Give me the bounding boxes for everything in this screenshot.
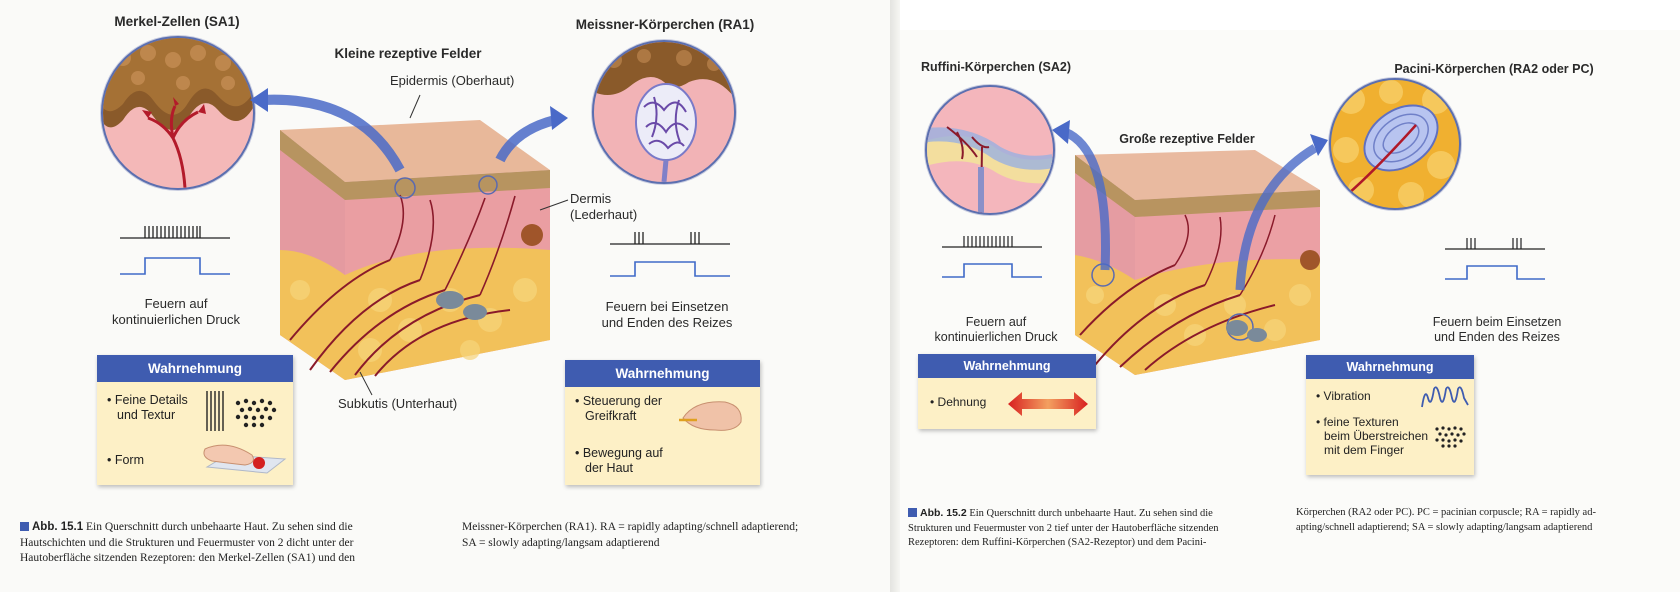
caption-label: Abb. 15.1 [32,521,84,533]
perception-item-motion-skin: der Haut [585,461,633,475]
perception-item-fine-textures: • feine Texturen [1316,415,1399,429]
pacini-perception-box: Wahrnehmung • Vibration • feine Texturen… [1306,355,1474,475]
perception-item-stroking: beim Überstreichen [1324,429,1429,443]
caption-marker-icon [20,522,29,531]
dot-pattern-icon [235,398,277,428]
stripes-icon [206,391,224,431]
subcutis-label: Subkutis (Unterhaut) [338,396,458,411]
merkel-cell-illustration [101,36,255,190]
hand-with-ball-icon [203,444,287,474]
meissner-perception-box: Wahrnehmung • Steuerung der Greifkraft •… [565,360,760,485]
perception-header: Wahrnehmung [565,360,760,387]
caption-text-line: Rezeptoren: dem Ruffini-Körperchen (SA2-… [908,537,1207,548]
caption-text-line: Ein Querschnitt durch unbehaarte Haut. Z… [969,508,1213,519]
caption-15-1-col1: Abb. 15.1 Ein Querschnitt durch unbehaar… [20,520,430,567]
ruffini-firing-pattern [942,236,1042,278]
caption-text-line: Hautschichten und die Strukturen und Feu… [20,536,354,549]
perception-header: Wahrnehmung [1306,355,1474,379]
callout-arrows [1052,120,1328,291]
merkel-title: Merkel-Zellen (SA1) [114,14,240,29]
merkel-firing-label-1: Feuern auf [144,296,208,311]
stretch-arrow-icon [1008,392,1088,416]
perception-item-form: • Form [107,453,145,467]
caption-15-2-col2: Körperchen (RA2 oder PC). PC = pacinian … [1296,506,1676,535]
skin-cross-section-block [270,100,570,390]
perception-header: Wahrnehmung [918,354,1096,378]
meissner-corpuscle-illustration [592,40,736,184]
caption-15-2-col1: Abb. 15.2 Ein Querschnitt durch unbehaar… [908,506,1268,551]
large-field-title: Große rezeptive Felder [1119,132,1255,146]
vibration-wave-icon [1421,386,1469,408]
perception-item-details: • Feine Details [107,393,188,407]
fine-dot-pattern-icon [1435,426,1466,448]
caption-text-line: Körperchen (RA2 oder PC). PC = pacinian … [1296,507,1596,518]
perception-item-vibration: • Vibration [1316,389,1371,403]
perception-item-motion: • Bewegung auf [575,446,663,460]
ruffini-firing-label-2: kontinuierlichen Druck [934,330,1058,344]
caption-text-line: Strukturen und Feuermuster von 2 tief un… [908,522,1219,534]
caption-text-line: Ein Querschnitt durch unbehaarte Haut. Z… [86,521,353,533]
pacini-firing-label-1: Feuern beim Einsetzen [1432,315,1562,329]
meissner-title: Meissner-Körperchen (RA1) [575,17,755,32]
caption-marker-icon [908,508,917,517]
meissner-firing-pattern [610,232,730,277]
fingertip-icon [679,401,742,431]
perception-item-stretch: • Dehnung [930,395,987,409]
pacinian-corpuscle-illustration [1329,78,1461,210]
ruffini-perception-box: Wahrnehmung • Dehnung [918,354,1096,429]
merkel-firing-label-2: kontinuierlichen Druck [112,312,240,327]
ruffini-corpuscle-illustration [925,85,1055,215]
pacini-firing-label-2: und Enden des Reizes [1434,330,1560,344]
figure-15-1-page: Merkel-Zellen (SA1) Meissner-Körperchen … [20,14,882,567]
merkel-perception-box: Wahrnehmung • Feine Details und Textur •… [97,355,293,485]
callout-arrows [250,88,569,396]
caption-text-line: Hautoberfläche sitzenden Rezeptoren: den… [20,552,355,564]
meissner-firing-label-1: Feuern bei Einsetzen [605,299,729,314]
caption-text-line: Meissner-Körperchen (RA1). RA = rapidly … [462,521,799,533]
caption-text-line: SA = slowly adapting/langsam adaptierend [462,536,660,549]
pacini-title: Pacini-Körperchen (RA2 oder PC) [1394,62,1594,76]
skin-cross-section-block [1065,145,1335,380]
perception-item-grip-force: Greifkraft [585,409,637,423]
pacini-firing-pattern [1445,238,1545,280]
meissner-firing-label-2: und Enden des Reizes [601,315,733,330]
dermis-sub-label: (Lederhaut) [570,207,638,222]
figure-15-2-page: Ruffini-Körperchen (SA2) Pacini-Körperch… [900,30,1680,592]
dermis-label: Dermis [570,191,612,206]
merkel-firing-pattern [120,226,230,275]
epidermis-label: Epidermis (Oberhaut) [390,73,515,88]
perception-item-finger: mit dem Finger [1324,443,1405,457]
perception-header: Wahrnehmung [97,355,293,382]
perception-item-texture: und Textur [117,408,176,422]
caption-text-line: apting/schnell adaptierend; SA = slowly … [1296,521,1593,533]
ruffini-firing-label-1: Feuern auf [965,315,1027,329]
caption-15-1-col2: Meissner-Körperchen (RA1). RA = rapidly … [462,520,882,551]
small-field-title: Kleine rezeptive Felder [334,46,482,61]
ruffini-title: Ruffini-Körperchen (SA2) [921,60,1071,74]
page-gutter [890,0,900,592]
perception-item-grip: • Steuerung der [575,394,663,408]
caption-label: Abb. 15.2 [920,507,967,519]
